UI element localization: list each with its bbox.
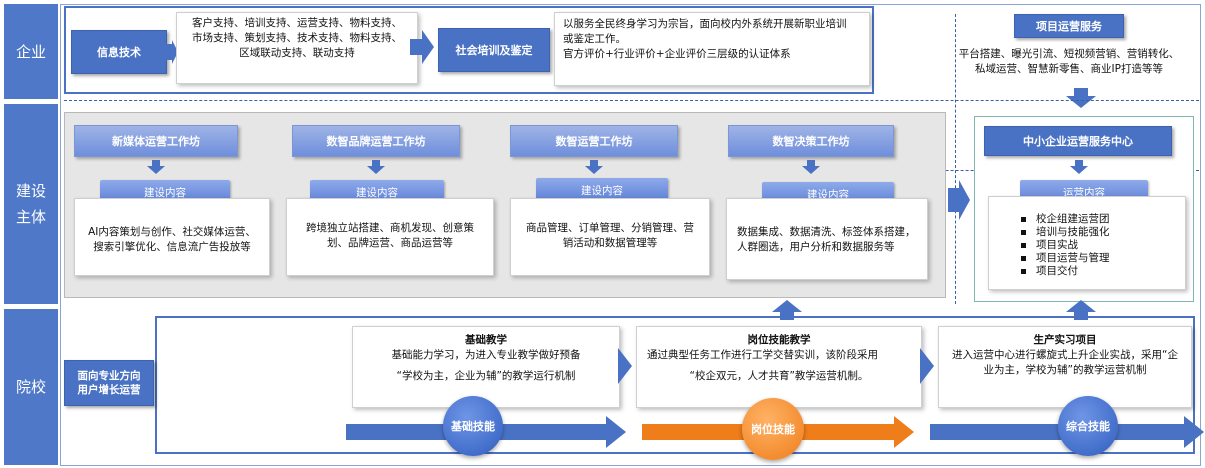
list-item: 校企组建运营团 <box>1021 213 1185 226</box>
growth-operation-box: 面向专业方向用户增长运营 <box>64 360 154 406</box>
social-training-box: 社会培训及鉴定 <box>438 28 550 72</box>
stage-basic: 基础教学 基础能力学习，为进入专业教学做好预备 “学校为主，企业为辅”的教学运行… <box>352 326 620 408</box>
dashed-divider <box>955 14 956 304</box>
section-label-builder: 建设 主体 <box>4 104 58 304</box>
stage-job-skill: 岗位技能教学 通过典型任务工作进行工学交替实训，该阶段采用 “校企双元，人才共育… <box>636 326 922 408</box>
workshop-title: 新媒体运营工作坊 <box>74 125 238 157</box>
list-item: 项目运营与管理 <box>1021 252 1185 265</box>
sme-center-title: 中小企业运营服务中心 <box>984 126 1172 156</box>
it-box: 信息技术 <box>71 30 167 74</box>
list-item: 培训与技能强化 <box>1021 226 1185 239</box>
workshop-desc: 数据集成、数据清洗、标签体系搭建，人群圈选，用户分析和数据服务等 <box>726 198 928 280</box>
outer-frame <box>60 4 1201 466</box>
arrow-right-icon <box>618 348 632 384</box>
list-item: 项目实战 <box>1021 239 1185 252</box>
workshop-desc: 商品管理、订单管理、分销管理、营销活动和数据管理等 <box>510 198 710 276</box>
stage-production-internship: 生产实习项目 进入运营中心进行螺旋式上升企业实战，采用“企 业为主，学校为辅”的… <box>938 326 1192 408</box>
arrow-up-icon <box>772 300 802 320</box>
enterprise-frame <box>64 6 874 94</box>
project-service-desc: 平台搭建、曝光引流、短视频营销、营销转化、 私域运营、智慧新零售、商业IP打造等… <box>944 42 1194 86</box>
workshop-title: 数智运营工作坊 <box>510 125 678 157</box>
arrow-down-icon <box>1070 160 1088 174</box>
social-training-desc: 以服务全民终身学习为宗旨，面向校内外系统开展新职业培训 或鉴定工作。 官方评价+… <box>554 12 870 86</box>
section-label-school: 院校 <box>4 309 58 465</box>
workshop-title: 数智品牌运营工作坊 <box>292 125 460 157</box>
it-services-box: 客户支持、培训支持、运营支持、物料支持、 市场支持、策划支持、技术支持、物料支持… <box>176 12 418 84</box>
arrow-up-icon <box>1066 300 1096 320</box>
skill-circle-comprehensive: 综合技能 <box>1058 396 1118 456</box>
arrow-down-icon <box>147 160 165 174</box>
skill-circle-basic: 基础技能 <box>443 396 503 456</box>
project-service-title: 项目运营服务 <box>1014 14 1124 38</box>
workshop-desc: AI内容策划与创作、社交媒体运营、搜索引擎优化、信息流广告投放等 <box>74 198 270 276</box>
workshop-desc: 跨境独立站搭建、商机发现、创意策划、品牌运营、商品运营等 <box>286 198 494 276</box>
arrow-right-icon <box>410 30 434 64</box>
school-frame <box>155 316 1195 454</box>
arrow-down-icon <box>367 160 385 174</box>
section-label-enterprise: 企业 <box>4 4 58 99</box>
arrow-right-icon <box>948 180 970 220</box>
skill-circle-job: 岗位技能 <box>742 398 804 460</box>
workshop-title: 数智决策工作坊 <box>728 125 894 157</box>
arrow-right-icon <box>166 40 178 64</box>
arrow-down-icon <box>1066 88 1096 108</box>
sme-center-items: 校企组建运营团 培训与技能强化 项目实战 项目运营与管理 项目交付 <box>988 196 1186 290</box>
dashed-divider <box>64 100 1199 101</box>
arrow-down-icon <box>585 160 603 174</box>
arrow-right-icon <box>920 348 934 384</box>
list-item: 项目交付 <box>1021 265 1185 278</box>
arrow-down-icon <box>802 160 820 174</box>
